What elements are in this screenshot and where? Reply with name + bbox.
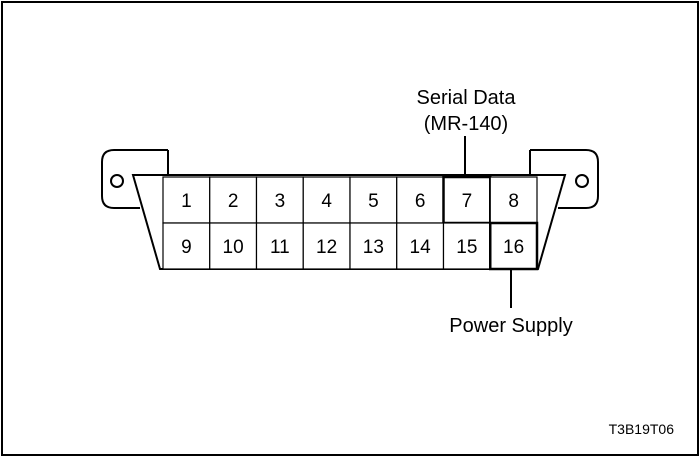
pin-cell: 1	[162, 176, 211, 224]
pin-box	[489, 221, 539, 271]
pin-number: 9	[181, 237, 192, 258]
left-mounting-hole-icon	[110, 174, 124, 188]
pin-number: 15	[456, 237, 477, 258]
pin-cell: 13	[349, 222, 398, 270]
pin-cell: 2	[209, 176, 258, 224]
pin-number: 16	[503, 237, 524, 258]
pin-box	[302, 222, 351, 270]
pin-box	[349, 176, 398, 224]
pin-cell: 12	[302, 222, 351, 270]
figure-code: T3B19T06	[609, 421, 675, 437]
pin-cell: 7	[442, 175, 492, 225]
pin-box	[396, 222, 445, 270]
pin-box	[442, 222, 491, 270]
pin-cell: 16	[489, 221, 539, 271]
pin-number: 1	[181, 191, 192, 212]
pin-box	[209, 222, 258, 270]
pin-cell: 6	[396, 176, 445, 224]
pin-cell: 15	[442, 222, 491, 270]
pin-box	[302, 176, 351, 224]
power-supply-callout: Power Supply	[449, 268, 573, 337]
pin-box	[162, 176, 211, 224]
pin-number: 8	[508, 191, 519, 212]
serial-data-callout: Serial Data (MR-140)	[417, 87, 517, 178]
pin-box	[349, 222, 398, 270]
pin-row-top: 1 2 3 4 5 6 7 8	[162, 175, 538, 225]
power-supply-label: Power Supply	[449, 315, 572, 337]
pin-row-bottom: 9 10 11 12 13 14 15 16	[162, 221, 539, 271]
pin-number: 13	[363, 237, 384, 258]
serial-data-code: (MR-140)	[424, 113, 508, 135]
pin-number: 14	[410, 237, 432, 258]
pin-number: 6	[415, 191, 426, 212]
right-mounting-tab	[529, 149, 599, 209]
pin-number: 12	[316, 237, 337, 258]
pin-cell: 11	[255, 222, 304, 270]
pin-number: 4	[321, 191, 332, 212]
serial-data-label: Serial Data	[417, 87, 517, 109]
pin-box	[162, 222, 211, 270]
pin-cell: 3	[255, 176, 304, 224]
pin-number: 10	[223, 237, 244, 258]
pin-cell: 14	[396, 222, 445, 270]
pin-cell: 5	[349, 176, 398, 224]
pin-number: 5	[368, 191, 379, 212]
pin-cell: 8	[489, 176, 538, 224]
pin-box	[209, 176, 258, 224]
pin-cell: 9	[162, 222, 211, 270]
pin-number: 3	[275, 191, 286, 212]
pin-number: 11	[270, 237, 290, 258]
pin-cell: 10	[209, 222, 258, 270]
pin-number: 7	[462, 191, 473, 212]
pin-cell: 4	[302, 176, 351, 224]
right-mounting-hole-icon	[575, 174, 589, 188]
pin-number: 2	[228, 191, 239, 212]
left-mounting-tab	[101, 149, 169, 209]
